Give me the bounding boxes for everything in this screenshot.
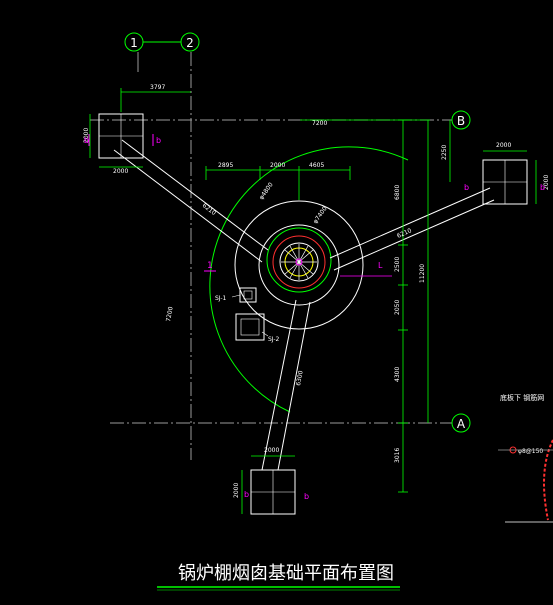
dim-segments [205, 166, 351, 200]
radius-mark-1: φ4800 [258, 181, 275, 201]
dim-b-gap: 2250 [441, 145, 448, 160]
dim-v2: 2500 [394, 257, 401, 272]
dim-bottom-pad [241, 455, 295, 514]
sj1-label: SJ-1 [215, 295, 227, 302]
dim-vertical-right [398, 119, 430, 493]
section-mark-right-b: b [540, 183, 545, 192]
dim-top-offset-text: 3797 [150, 84, 165, 91]
dim-seg-c: 4605 [309, 162, 324, 169]
dim-left-pad [89, 114, 143, 168]
tie-label: 1 [207, 261, 213, 271]
drawing-title: 锅炉棚烟囱基础平面布置图 [178, 563, 394, 584]
axis-label-b: B [457, 114, 465, 128]
chimney-ring-core [279, 242, 319, 282]
sj1-leader [231, 294, 241, 298]
dim-left-pad-h: 2000 [83, 128, 90, 143]
dim-left-pad-w: 2000 [113, 168, 128, 175]
dim-v5: 3016 [394, 448, 401, 463]
axis-label-a: A [457, 417, 466, 431]
section-mark-left [88, 134, 154, 146]
dim-bottom-pad-w: 2000 [264, 447, 279, 454]
tie-beam-right [329, 187, 495, 271]
axis-label-1: 1 [130, 36, 138, 50]
pad-bottom [250, 469, 296, 515]
axis-bubble-2 [180, 32, 200, 52]
side-arc [543, 439, 553, 521]
dim-seg-b: 2000 [270, 162, 285, 169]
pad-left [98, 113, 144, 159]
section-mark-bottom-a: b [244, 490, 249, 499]
axis-bubble-b [451, 110, 471, 130]
radius-label: 7200 [165, 306, 175, 322]
dim-right-pad [449, 120, 537, 204]
chimney-ring-mid [258, 224, 340, 306]
dim-diag-right: 6210 [396, 227, 413, 240]
axis-label-2: 2 [186, 36, 194, 50]
dim-right-pad-h: 2000 [543, 175, 550, 190]
dim-bottom-pad-h: 2000 [233, 483, 240, 498]
chimney-ring-red [272, 235, 326, 289]
outer-radius-arc [209, 146, 409, 413]
section-mark-left-a: b [84, 136, 89, 145]
side-note: 底板下 钢筋网 [500, 393, 544, 402]
chimney-rebar-hatch [281, 244, 317, 280]
l-mark: L [378, 261, 383, 270]
dim-v1: 6800 [394, 185, 401, 200]
radius-mark-2: φ7400 [312, 205, 329, 225]
dim-v4: 4300 [394, 367, 401, 382]
section-mark-right-a: b [464, 183, 469, 192]
section-mark-left-b: b [156, 136, 161, 145]
dim-seg-a: 2895 [218, 162, 233, 169]
dim-radius-top-text: 7200 [312, 120, 327, 127]
column-sj2 [235, 313, 265, 341]
dim-v-total: 11200 [419, 264, 426, 283]
dim-diag-bottom: 6300 [295, 370, 305, 386]
dim-diag-left: 6210 [201, 202, 217, 217]
chimney-center-mark [295, 258, 303, 266]
side-dim: φ8@150 [518, 448, 543, 455]
chimney-ring-outer [234, 200, 364, 330]
chimney-ring-inner [266, 227, 332, 293]
section-mark-bottom-b: b [304, 492, 309, 501]
dim-v3: 2050 [394, 300, 401, 315]
axis-bubble-a [451, 413, 471, 433]
sj2-leader [261, 331, 269, 337]
dim-right-pad-w: 2000 [496, 142, 511, 149]
tie-beam-left [113, 139, 269, 263]
sj2-label: SJ-2 [268, 336, 280, 343]
pad-right [482, 159, 528, 205]
dim-top-offset [120, 88, 191, 112]
tie-beam-bottom [261, 299, 311, 471]
